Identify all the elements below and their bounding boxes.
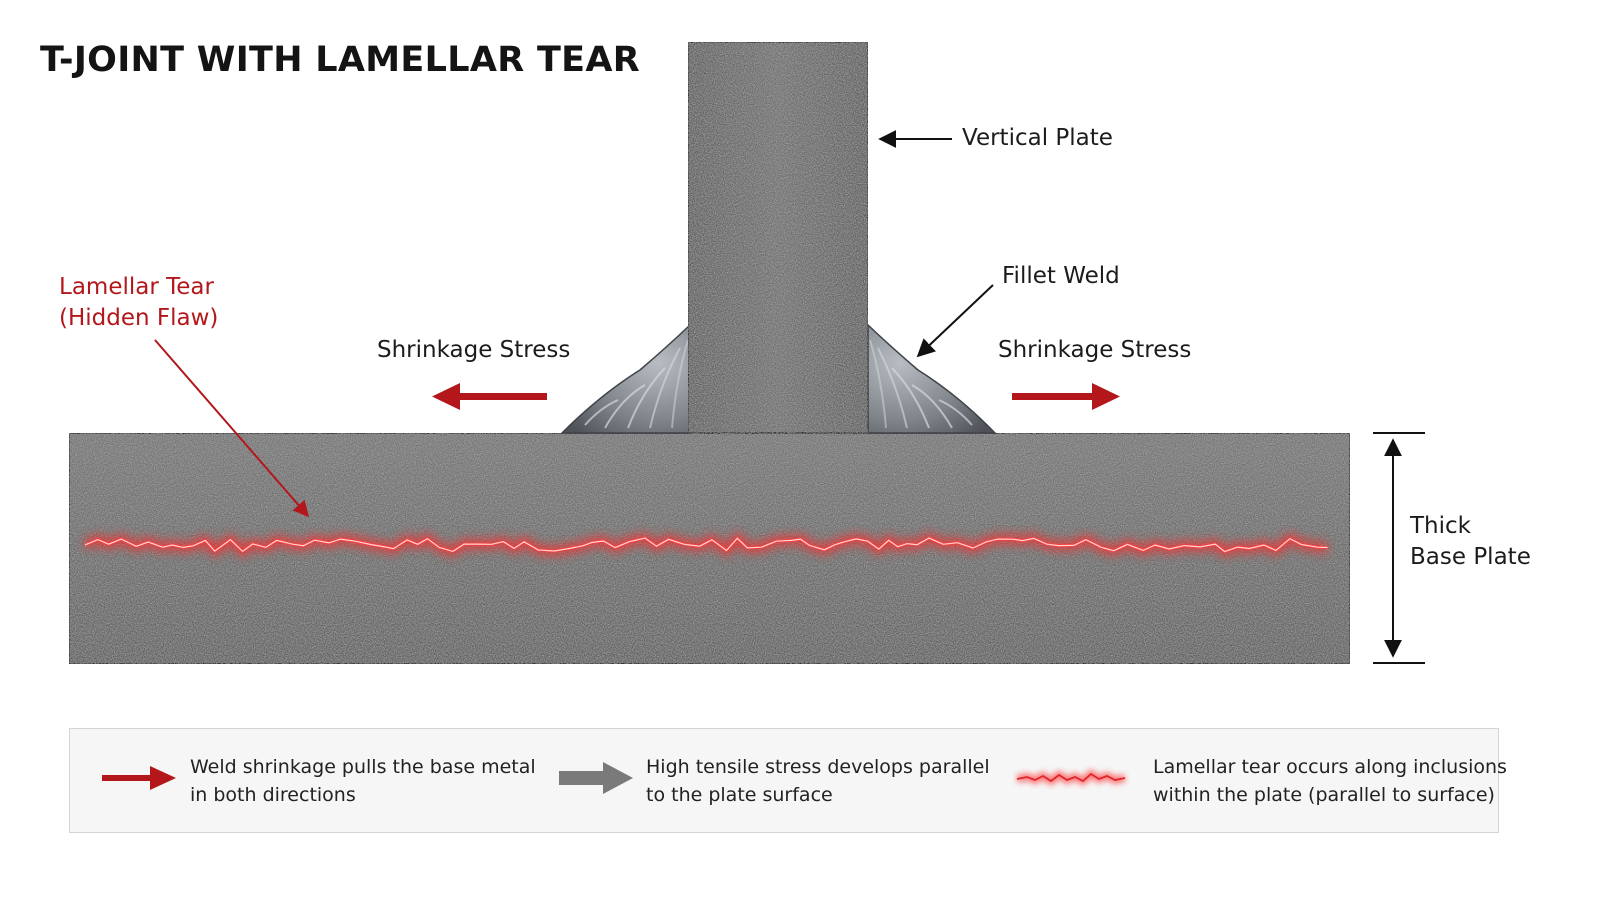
thick-base-plate-label-line1: Thick [1410, 513, 1471, 539]
thick-base-plate-label: Thick Base Plate [1410, 511, 1531, 573]
lamellar-tear-label-line1: Lamellar Tear [59, 274, 214, 300]
vertical-plate-label: Vertical Plate [962, 125, 1113, 151]
legend-item-shrinkage: Weld shrinkage pulls the base metal in b… [100, 753, 550, 813]
fillet-weld-pointer [916, 284, 994, 358]
gray-arrow-icon [559, 762, 633, 794]
page-title: T-JOINT WITH LAMELLAR TEAR [40, 40, 640, 80]
fillet-weld-right [867, 323, 997, 434]
vertical-plate [687, 41, 869, 434]
legend-item-shrinkage-line1: Weld shrinkage pulls the base metal [190, 756, 536, 778]
legend: Weld shrinkage pulls the base metal in b… [69, 728, 1507, 833]
shrinkage-stress-left-label: Shrinkage Stress [377, 337, 571, 363]
lamellar-tear-crack [83, 531, 1328, 558]
legend-item-tensile: High tensile stress develops parallel to… [557, 753, 1007, 813]
fillet-weld-left [560, 323, 691, 434]
lamellar-tear-pointer [154, 339, 310, 518]
legend-item-tear-line2: within the plate (parallel to surface) [1153, 784, 1495, 806]
legend-item-tear: Lamellar tear occurs along inclusions wi… [1013, 753, 1507, 813]
legend-item-tensile-line1: High tensile stress develops parallel [646, 756, 990, 778]
legend-item-tensile-line2: to the plate surface [646, 784, 833, 806]
legend-item-shrinkage-line2: in both directions [190, 784, 356, 806]
shrinkage-stress-right-label: Shrinkage Stress [998, 337, 1192, 363]
crack-line-icon [1016, 769, 1126, 786]
lamellar-tear-label-line2: (Hidden Flaw) [59, 305, 219, 331]
thickness-dimension [1373, 432, 1425, 664]
red-arrow-icon [102, 766, 176, 790]
shrinkage-arrow-left [432, 383, 547, 410]
lamellar-tear-label: Lamellar Tear (Hidden Flaw) [59, 272, 218, 334]
thick-base-plate-label-line2: Base Plate [1410, 544, 1531, 570]
fillet-weld-label: Fillet Weld [1002, 263, 1120, 289]
legend-item-tear-line1: Lamellar tear occurs along inclusions [1153, 756, 1507, 778]
shrinkage-arrow-right [1012, 383, 1120, 410]
